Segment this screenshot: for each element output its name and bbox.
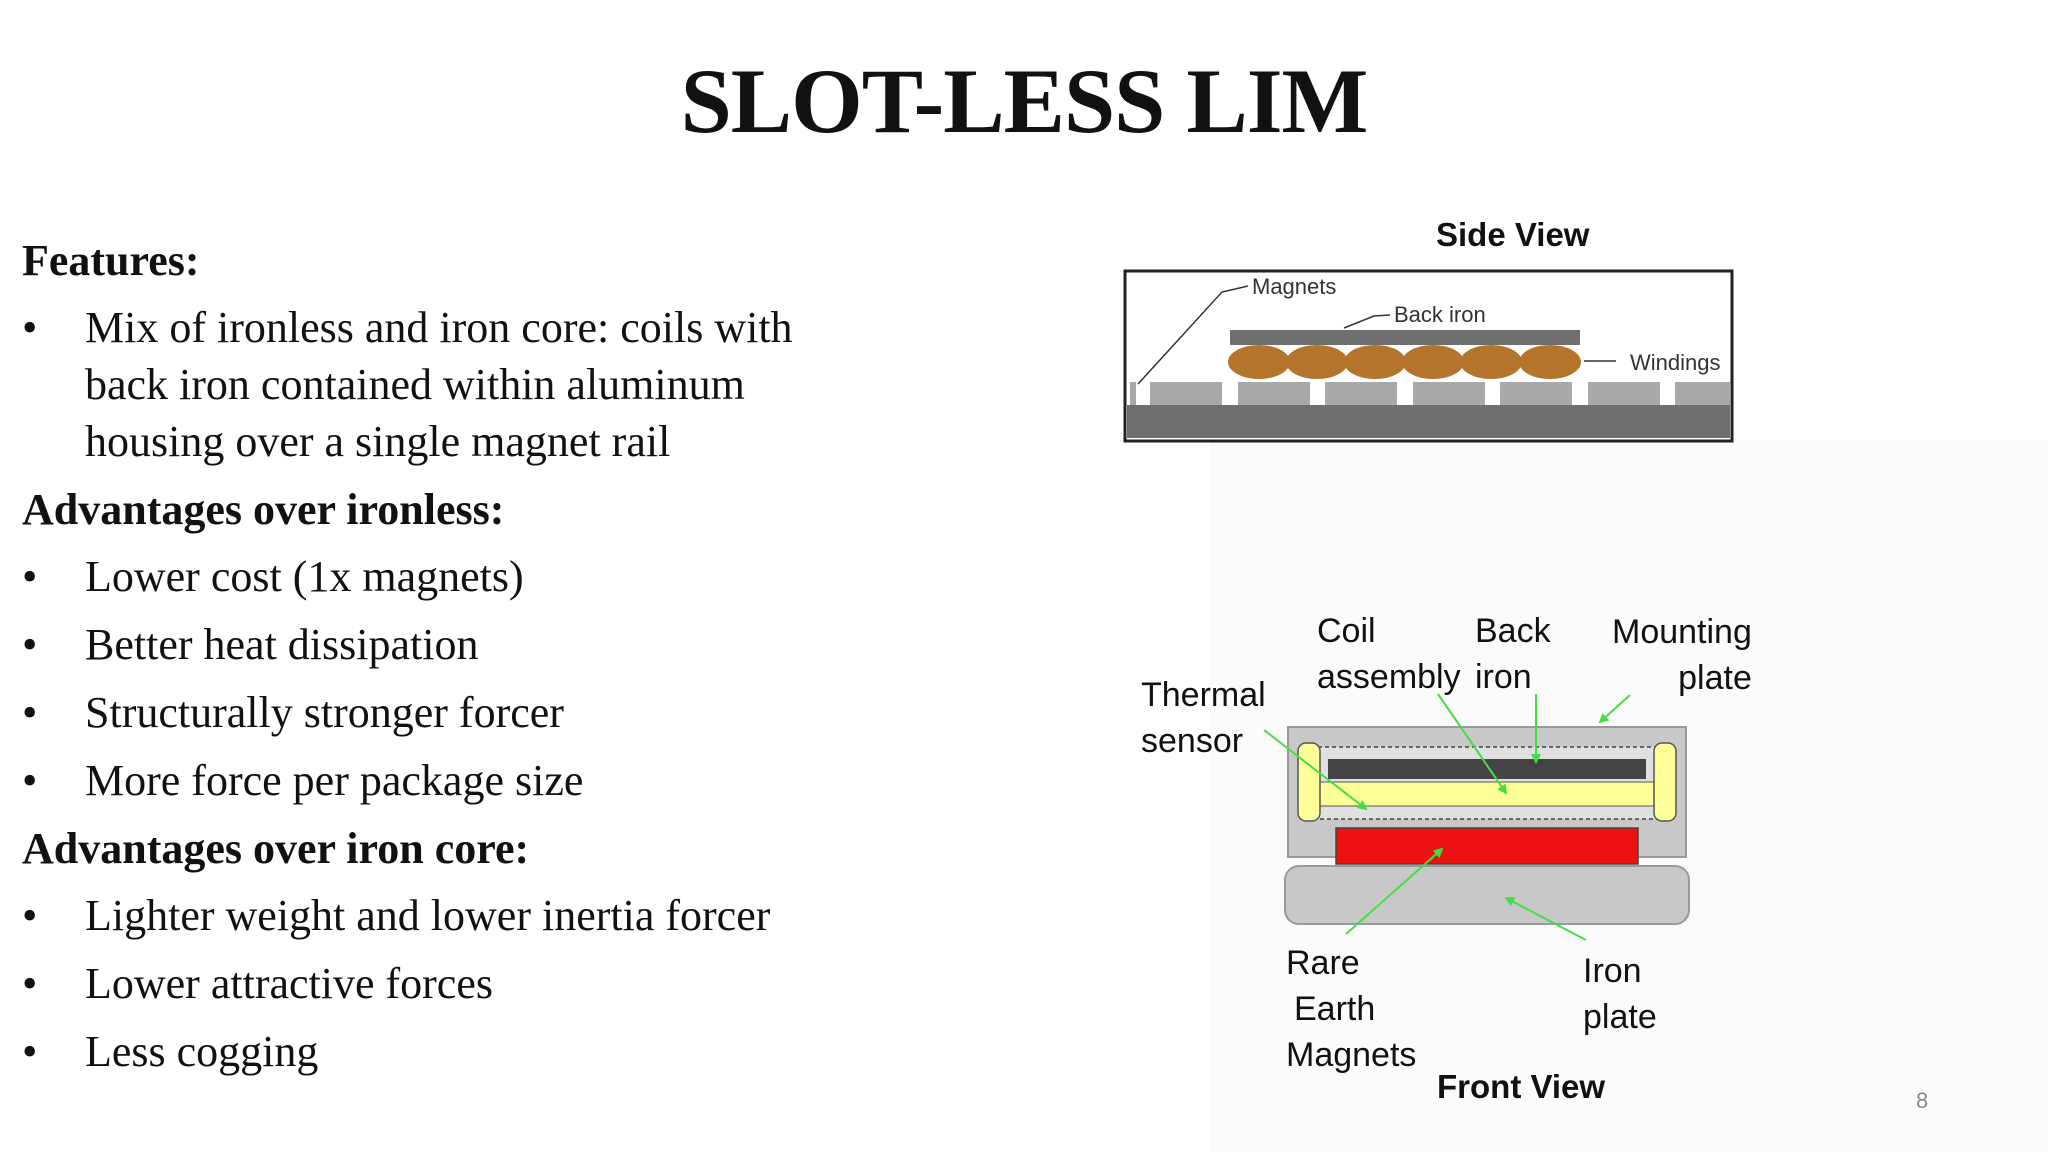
list-item: • Lighter weight and lower inertia forcer — [22, 887, 922, 944]
callout-line: plate — [1678, 659, 1752, 697]
bullet-text: Mix of ironless and iron core: coils wit… — [85, 303, 793, 466]
winding-coil — [1286, 345, 1348, 379]
bullet-text: Structurally stronger forcer — [85, 688, 564, 737]
iron-plate-callout: Iron plate — [1583, 948, 1657, 1040]
list-item: • Structurally stronger forcer — [22, 684, 922, 741]
coil-assembly-callout: Coil assembly — [1317, 608, 1461, 700]
mounting-plate-callout: Mounting plate — [1612, 609, 1752, 701]
bullet-dot: • — [22, 1027, 38, 1076]
callout-line: Back — [1475, 612, 1551, 650]
callout-line: Rare — [1286, 944, 1360, 982]
magnet-row — [1130, 382, 1730, 405]
bullet-text: Better heat dissipation — [85, 620, 479, 669]
bullet-text: Lighter weight and lower inertia forcer — [85, 891, 771, 940]
list-item: • Lower cost (1x magnets) — [22, 548, 922, 605]
magnet-block — [1588, 382, 1660, 405]
windings-callout: Windings — [1630, 350, 1720, 375]
bullet-dot: • — [22, 891, 38, 940]
list-item: • Lower attractive forces — [22, 955, 922, 1012]
left-side-post — [1297, 742, 1321, 822]
list-item: • Better heat dissipation — [22, 616, 922, 673]
bullet-dot: • — [22, 303, 38, 352]
magnets-callout-line — [1137, 285, 1249, 385]
bullet-text: Lower cost (1x magnets) — [85, 552, 524, 601]
windings-row — [1228, 345, 1581, 379]
list-item: • Mix of ironless and iron core: coils wi… — [22, 299, 825, 470]
bullet-text: Less cogging — [85, 1027, 319, 1076]
iron-plate-front — [1284, 865, 1690, 925]
thermal-sensor-callout: Thermal sensor — [1141, 672, 1266, 764]
back-iron-front — [1328, 759, 1646, 779]
back-iron-callout: Back iron — [1394, 302, 1486, 327]
callout-line: Iron — [1583, 952, 1642, 990]
bullet-dot: • — [22, 756, 38, 805]
mounting-plate-arrow — [1598, 694, 1631, 724]
magnet-block — [1150, 382, 1222, 405]
magnet-rail-base — [1127, 405, 1730, 438]
magnet-block — [1238, 382, 1310, 405]
winding-coil — [1460, 345, 1522, 379]
section-heading-advantages-ironless: Advantages over ironless: — [22, 485, 505, 534]
section-heading-advantages-iron-core: Advantages over iron core: — [22, 824, 530, 873]
rare-earth-magnets-arrow — [1345, 847, 1444, 935]
bullet-dot: • — [22, 620, 38, 669]
winding-coil — [1228, 345, 1290, 379]
winding-coil — [1519, 345, 1581, 379]
list-item: • Less cogging — [22, 1023, 922, 1080]
magnet-block — [1500, 382, 1572, 405]
iron-plate-arrow — [1504, 897, 1587, 941]
bullet-content: Features: • Mix of ironless and iron core… — [22, 232, 922, 1091]
callout-line: sensor — [1141, 722, 1244, 760]
winding-coil — [1344, 345, 1406, 379]
magnets-callout: Magnets — [1252, 274, 1336, 299]
bullet-dot: • — [22, 688, 38, 737]
slide-title: SLOT-LESS LIM — [680, 50, 1369, 152]
list-item: • More force per package size — [22, 752, 922, 809]
callout-line: Thermal — [1141, 676, 1266, 714]
magnet-block — [1413, 382, 1485, 405]
thermal-sensor-arrow — [1263, 729, 1368, 811]
front-view-diagram — [1284, 726, 1690, 925]
page-number: 8 — [1916, 1088, 1929, 1113]
magnet-block — [1325, 382, 1397, 405]
bullet-dot: • — [22, 959, 38, 1008]
features-list: • Mix of ironless and iron core: coils wi… — [22, 299, 922, 470]
side-view-label: Side View — [1436, 216, 1590, 253]
callout-line: Magnets — [1286, 1036, 1417, 1074]
rare-earth-magnets-callout: Rare Earth Magnets — [1286, 940, 1416, 1078]
winding-coil — [1402, 345, 1464, 379]
callout-line: Mounting — [1612, 613, 1752, 651]
back-iron-bar — [1230, 330, 1580, 345]
side-view-diagram: Magnets Back iron Windings — [1123, 269, 1734, 443]
callout-line: Coil — [1317, 612, 1376, 650]
callout-line: assembly — [1317, 658, 1461, 696]
callout-line: Earth — [1294, 990, 1376, 1028]
front-view-label: Front View — [1437, 1068, 1606, 1105]
callout-line: iron — [1475, 658, 1532, 696]
rare-earth-magnet-front — [1335, 827, 1639, 865]
right-side-post — [1653, 742, 1677, 822]
ironless-advantages-list: • Lower cost (1x magnets) • Better heat di… — [22, 548, 922, 809]
magnet-block — [1675, 382, 1730, 405]
magnet-block — [1130, 382, 1136, 405]
back-iron-callout-line — [1343, 314, 1391, 329]
section-heading-features: Features: — [22, 236, 200, 285]
bullet-text: Lower attractive forces — [85, 959, 493, 1008]
bullet-text: More force per package size — [85, 756, 584, 805]
bullet-dot: • — [22, 552, 38, 601]
callout-line: plate — [1583, 998, 1657, 1036]
iron-core-advantages-list: • Lighter weight and lower inertia forcer… — [22, 887, 922, 1080]
back-iron-callout-front: Back iron — [1475, 608, 1551, 700]
front-view-arrows — [1263, 693, 1631, 941]
coil-assembly-arrow — [1437, 693, 1508, 795]
